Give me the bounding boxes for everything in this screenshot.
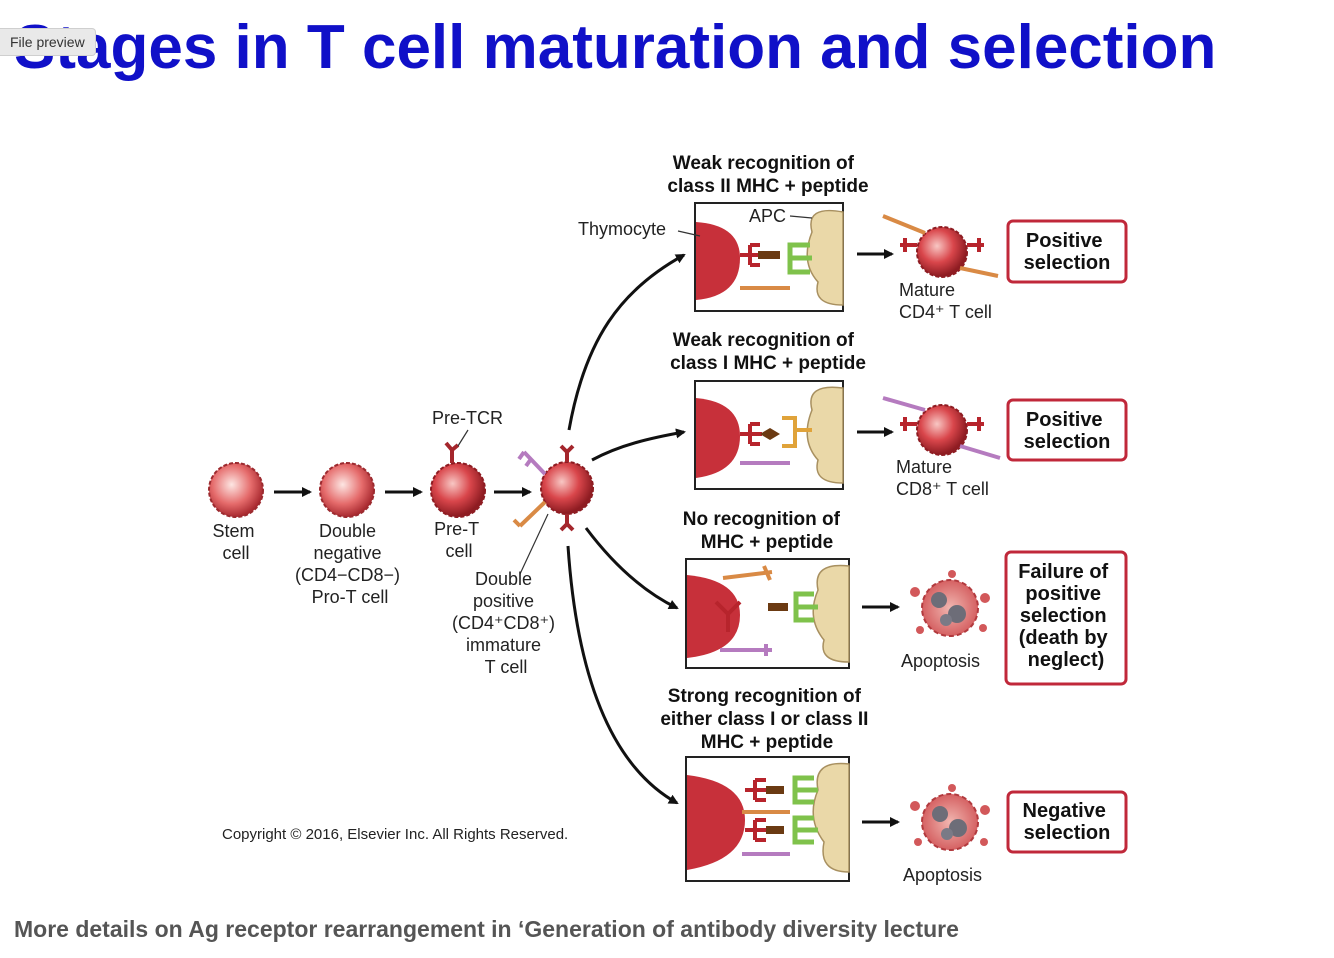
- stem-cell: [208, 462, 264, 518]
- panel-none-heading: No recognition of MHC + peptide: [683, 509, 846, 553]
- arrow-to-panel-strong: [566, 545, 679, 805]
- svg-text:Negative selection: Negative selection: [1023, 800, 1112, 844]
- panel-class2-heading: Weak recognition of class II MHC + pepti…: [667, 153, 868, 197]
- mature-cd4-label: Mature CD4⁺ T cell: [899, 280, 992, 322]
- apoptotic-cell-2: [910, 784, 990, 851]
- panel-no-recognition: [685, 558, 850, 669]
- result-positive-selection-2: Positive selection: [1006, 398, 1128, 462]
- double-positive-label: Double positive (CD4⁺CD8⁺) immature T ce…: [452, 569, 560, 677]
- panel-strong-recognition: [685, 756, 850, 882]
- result-positive-selection-1: Positive selection: [1006, 219, 1128, 284]
- double-negative-cell: [319, 462, 375, 518]
- double-positive-cell: [512, 444, 594, 532]
- svg-text:Positive selection: Positive selection: [1024, 409, 1111, 453]
- arrow-to-panel-none: [584, 527, 679, 610]
- pre-tcr-pointer: [457, 429, 469, 447]
- apc-pointer: [789, 215, 813, 219]
- panel-weak-class1: [694, 380, 844, 490]
- panel-strong-heading: Strong recognition of either class I or …: [660, 686, 873, 753]
- mature-cd4-cell: [882, 214, 999, 278]
- pre-t-cell: [430, 441, 486, 518]
- apoptosis-label-2: Apoptosis: [903, 865, 982, 885]
- pre-tcr-label: Pre-TCR: [432, 408, 503, 428]
- footer-note: More details on Ag receptor rearrangemen…: [14, 916, 959, 942]
- copyright-notice: Copyright © 2016, Elsevier Inc. All Righ…: [222, 826, 568, 843]
- file-preview-badge[interactable]: File preview: [0, 28, 96, 56]
- thymocyte-pointer: [677, 230, 701, 237]
- panel-weak-class2: [694, 202, 844, 312]
- dp-pointer: [519, 513, 549, 575]
- pre-t-cell-label: Pre-T cell: [434, 519, 484, 561]
- apc-label: APC: [749, 206, 786, 226]
- panel-class1-heading: Weak recognition of class I MHC + peptid…: [670, 330, 866, 374]
- arrow-to-panel-class2: [567, 253, 686, 431]
- double-negative-label: Double negative (CD4−CD8−) Pro-T cell: [295, 521, 405, 607]
- result-failure-positive-selection: Failure of positive selection (death by …: [1004, 550, 1128, 686]
- svg-text:Failure of positive: Failure of positive selection (death by …: [1018, 561, 1114, 671]
- thymocyte-label: Thymocyte: [578, 219, 666, 239]
- svg-text:Positive selection: Positive selection: [1024, 230, 1111, 274]
- arrow-to-panel-class1: [591, 428, 686, 462]
- stem-cell-label: Stem cell: [212, 521, 259, 563]
- page-title: Stages in T cell maturation and selectio…: [14, 13, 1217, 82]
- apoptosis-label-1: Apoptosis: [901, 651, 980, 671]
- result-negative-selection: Negative selection: [1006, 790, 1128, 854]
- mature-cd8-cell: [882, 396, 1001, 460]
- apoptotic-cell-1: [910, 570, 990, 637]
- mature-cd8-label: Mature CD8⁺ T cell: [896, 457, 989, 499]
